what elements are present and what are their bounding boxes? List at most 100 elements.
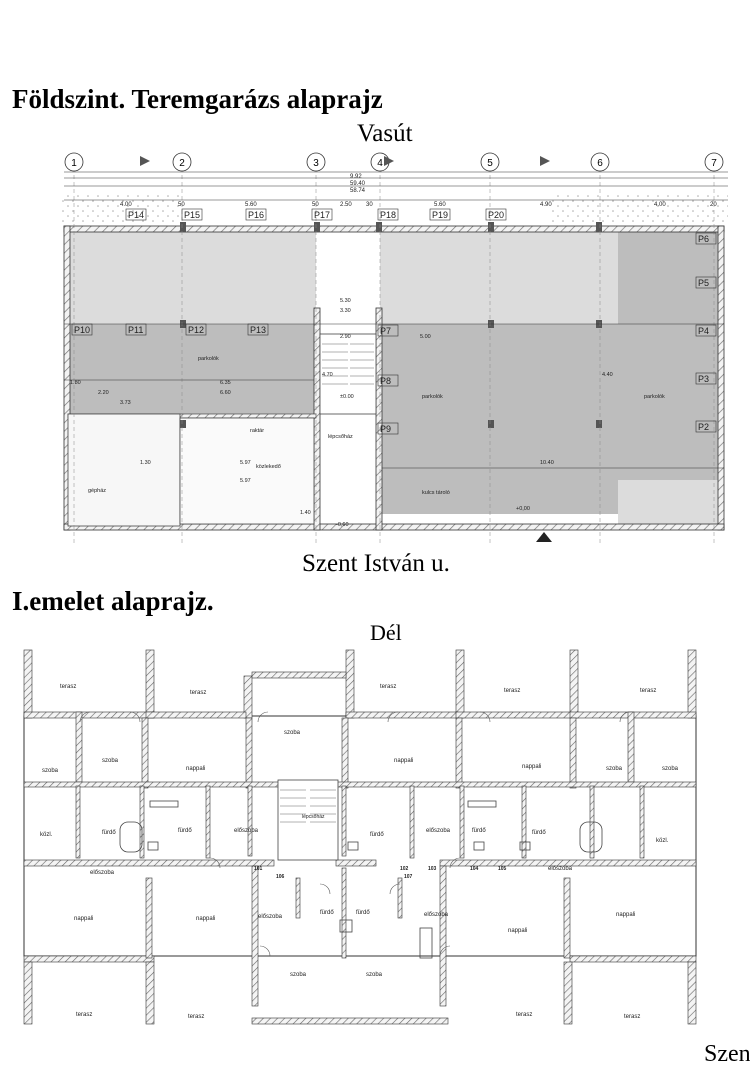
- ff-terasz-1: terasz: [60, 684, 76, 690]
- ff-apt-number-103: 103: [428, 866, 437, 872]
- green-strip-right: [550, 192, 728, 222]
- axis-label-7: 7: [711, 158, 717, 169]
- elevation-1: ±0.00: [340, 394, 354, 400]
- ff-wall-20: [627, 711, 635, 783]
- ff-wall-42: [23, 961, 33, 1025]
- ff-nappali-4: nappali: [74, 916, 93, 922]
- ff-wall-31: [459, 785, 465, 859]
- ff-terasz-7: terasz: [188, 1014, 204, 1020]
- first-floor-north-label: Dél: [370, 620, 402, 645]
- first-floor-plan: terasz terasz terasz terasz terasz teras…: [20, 646, 700, 1026]
- parking-right-P4: P4: [698, 326, 709, 336]
- section-flag-1: [140, 156, 150, 166]
- ff-wall-15: [141, 717, 149, 789]
- ff-kozl-1: közl.: [40, 832, 53, 838]
- green-strip-left: [60, 192, 180, 222]
- room-label-key-storage: kulcs tároló: [422, 490, 450, 496]
- small-dim-6: 6.35: [220, 380, 231, 386]
- ff-wall-24: [439, 859, 697, 867]
- ff-apt-number-107: 107: [404, 874, 413, 880]
- ff-furdo-5: fürdő: [532, 830, 546, 836]
- small-dim-7: 6.60: [220, 390, 231, 396]
- stair-steps: [322, 343, 374, 385]
- axis-label-1: 1: [71, 158, 77, 169]
- ff-nappali-2: nappali: [394, 758, 413, 764]
- parking-top-P17: P17: [314, 210, 330, 220]
- door-swings: [79, 711, 631, 957]
- parking-top-box-P14: [125, 208, 147, 221]
- small-dim-16: 1.40: [300, 510, 311, 516]
- ff-terasz-6: terasz: [76, 1012, 92, 1018]
- parking-right-box-P3: [695, 372, 717, 385]
- axis-label-5: 5: [487, 158, 493, 169]
- parking-top-P19: P19: [432, 210, 448, 220]
- ff-wall-30: [409, 785, 415, 859]
- ff-wall-1: [23, 649, 33, 719]
- parking-center-box-P9: [377, 422, 399, 435]
- ff-wall-40: [563, 877, 571, 959]
- ff-wall-32: [521, 785, 527, 859]
- parking-top-P14: P14: [128, 210, 144, 220]
- room-label-corridor: közlekedő: [256, 464, 281, 470]
- parking-center-box-P8: [377, 374, 399, 387]
- parking-right-P3: P3: [698, 374, 709, 384]
- parking-right-box-P5: [695, 276, 717, 289]
- ff-nappali-7: nappali: [616, 912, 635, 918]
- ff-nappali-1: nappali: [186, 766, 205, 772]
- span-8: 4.90: [540, 202, 552, 208]
- ff-wall-4: [345, 649, 355, 719]
- dim-top-3: 58.74: [350, 188, 366, 194]
- parking-left-box-P11: [125, 323, 147, 336]
- bath-fixtures: [119, 800, 603, 959]
- ff-wall-7: [687, 649, 697, 719]
- ff-wall-46: [251, 1017, 449, 1025]
- ff-wall-6: [569, 649, 579, 719]
- wall-east: [717, 225, 725, 531]
- section-flag-3: [540, 156, 550, 166]
- ff-wall-5: [455, 649, 465, 719]
- span-9: 4.00: [654, 202, 666, 208]
- small-dim-10: 2.20: [98, 390, 109, 396]
- ff-szoba-6: szoba: [290, 972, 307, 978]
- ff-wall-34: [639, 785, 645, 859]
- parking-top-box-P19: [429, 208, 451, 221]
- parking-center-P7: P7: [380, 326, 391, 336]
- ff-eloszoba-6: előszoba: [424, 912, 449, 918]
- ff-wall-41: [569, 955, 697, 963]
- parking-left-P10: P10: [74, 325, 90, 335]
- wall-core-west: [313, 307, 321, 531]
- ff-terasz-9: terasz: [624, 1014, 640, 1020]
- small-dim-5: 10.40: [540, 460, 554, 466]
- small-dim-9: 5.97: [240, 478, 251, 484]
- span-5: 2.50: [340, 202, 352, 208]
- parking-right-P6: P6: [698, 234, 709, 244]
- axis-bubble-1: [64, 152, 84, 172]
- ff-furdo-1: fürdő: [102, 830, 116, 836]
- room-label-parking-3: parkolók: [644, 394, 665, 400]
- parking-top-P16: P16: [248, 210, 264, 220]
- ff-terasz-4: terasz: [504, 688, 520, 694]
- parking-top-P18: P18: [380, 210, 396, 220]
- ff-wall-29: [341, 785, 347, 857]
- span-3: 5.60: [245, 202, 257, 208]
- axis-label-6: 6: [597, 158, 603, 169]
- small-dim-4: 5.00: [420, 334, 431, 340]
- parking-zone-right-bottom: [618, 480, 720, 526]
- ff-eloszoba-5: előszoba: [258, 914, 283, 920]
- small-dim-8: 5.97: [240, 460, 251, 466]
- ff-apt-number-104: 104: [470, 866, 479, 872]
- span-7: 5.60: [434, 202, 446, 208]
- ff-apt-number-101: 101: [254, 866, 263, 872]
- parking-left-P13: P13: [250, 325, 266, 335]
- ff-wall-35: [23, 955, 155, 963]
- ff-eloszoba-4: előszoba: [548, 866, 573, 872]
- ff-staircase-label: lépcsőház: [302, 814, 325, 820]
- parking-left-P12: P12: [188, 325, 204, 335]
- ff-wall-44: [563, 961, 573, 1025]
- grid-lines: [73, 168, 715, 546]
- small-dim-11: 1.80: [70, 380, 81, 386]
- axis-bubble-5: [480, 152, 500, 172]
- small-dim-2: 3.30: [340, 308, 351, 314]
- ff-terasz-2: terasz: [190, 690, 206, 696]
